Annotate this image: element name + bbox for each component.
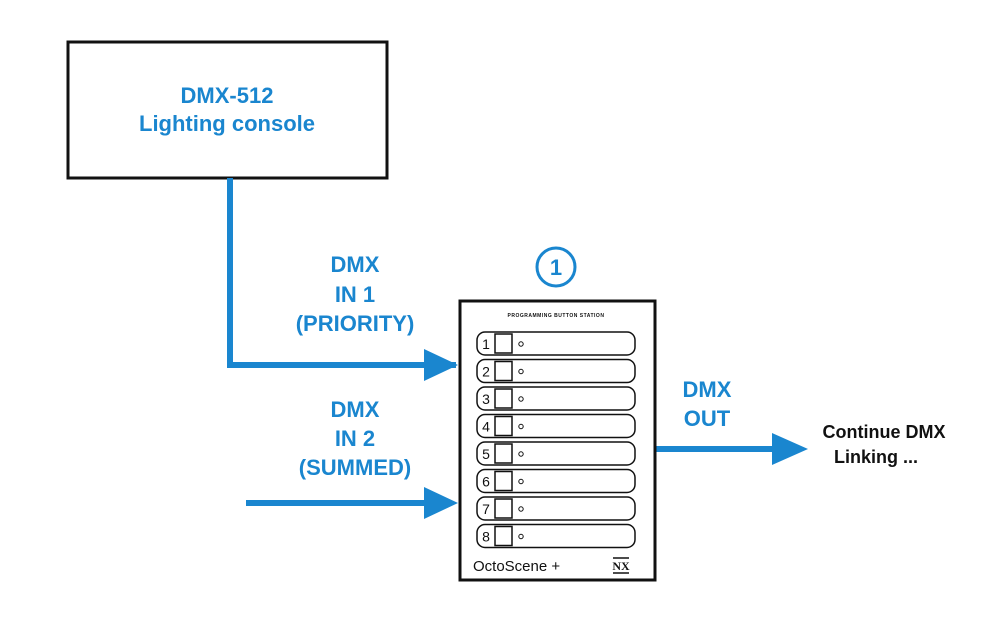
scene-button-number: 4 — [482, 419, 490, 435]
console-title: DMX-512 — [181, 83, 274, 108]
dmx-in-2-label-line1: DMX — [331, 397, 380, 422]
scene-button-row-3[interactable]: 3 — [476, 386, 636, 411]
scene-button-key[interactable] — [494, 525, 513, 547]
dmx-in-1-arrowhead — [424, 349, 458, 381]
scene-button-key[interactable] — [494, 333, 513, 354]
scene-button-key[interactable] — [494, 360, 513, 382]
dmx-in-1-label-line2: IN 1 — [335, 282, 375, 307]
scene-button-key[interactable] — [494, 443, 513, 464]
scene-led-indicator — [518, 396, 524, 402]
scene-button-number: 3 — [482, 391, 490, 407]
scene-led-indicator — [518, 368, 524, 375]
scene-button-number: 5 — [482, 446, 490, 462]
scene-led-indicator — [518, 451, 524, 457]
device-callout-number: 1 — [550, 255, 562, 280]
scene-button-key[interactable] — [494, 415, 513, 437]
scene-led-indicator — [518, 533, 524, 540]
device-header-text: PROGRAMMING BUTTON STATION — [508, 313, 605, 319]
scene-button-row-1[interactable]: 1 — [476, 331, 636, 356]
button-rows: 1 2 3 4 5 6 7 8 — [476, 331, 636, 549]
scene-button-outline[interactable] — [476, 523, 636, 549]
dmx-out-label-line1: DMX — [683, 377, 732, 402]
scene-button-number: 7 — [482, 501, 490, 517]
scene-button-outline[interactable] — [476, 386, 636, 411]
dmx-in-1-label-line3: (PRIORITY) — [296, 311, 415, 336]
scene-button-row-6[interactable]: 6 — [476, 468, 636, 494]
console-subtitle: Lighting console — [139, 111, 315, 136]
scene-button-row-4[interactable]: 4 — [476, 413, 636, 439]
scene-button-number: 2 — [482, 364, 490, 380]
continue-dmx-text-line2: Linking ... — [834, 447, 918, 467]
scene-led-indicator — [518, 341, 524, 347]
scene-button-outline[interactable] — [476, 358, 636, 384]
scene-button-number: 6 — [482, 474, 490, 490]
scene-button-row-2[interactable]: 2 — [476, 358, 636, 384]
octoscene-device: PROGRAMMING BUTTON STATION 1 2 3 4 5 6 7 8 Octo… — [458, 299, 657, 582]
dmx-in-2-arrowhead — [424, 487, 458, 519]
scene-button-number: 1 — [482, 336, 490, 352]
scene-button-key[interactable] — [494, 470, 513, 492]
scene-button-number: 8 — [482, 529, 490, 545]
scene-button-outline[interactable] — [476, 468, 636, 494]
scene-button-outline[interactable] — [476, 413, 636, 439]
scene-button-key[interactable] — [494, 388, 513, 409]
dmx-in-1-connection — [227, 178, 456, 368]
dmx-in-2-label-line2: IN 2 — [335, 426, 375, 451]
lighting-console-box — [66, 40, 389, 180]
dmx-in-2-label-line3: (SUMMED) — [299, 455, 411, 480]
scene-button-row-7[interactable]: 7 — [476, 496, 636, 521]
dmx-out-arrowhead — [772, 433, 808, 465]
scene-led-indicator — [518, 506, 524, 512]
scene-button-row-5[interactable]: 5 — [476, 441, 636, 466]
scene-led-indicator — [518, 478, 524, 485]
scene-button-outline[interactable] — [476, 441, 636, 466]
device-logo: NX — [612, 559, 630, 573]
scene-button-row-8[interactable]: 8 — [476, 523, 636, 549]
scene-button-outline[interactable] — [476, 496, 636, 521]
continue-dmx-text-line1: Continue DMX — [823, 422, 946, 442]
device-brand: OctoScene + — [473, 558, 560, 575]
device-callout-circle — [535, 246, 577, 288]
dmx-in-1-label-line1: DMX — [331, 252, 380, 277]
scene-button-key[interactable] — [494, 498, 513, 519]
dmx-out-label-line2: OUT — [684, 406, 731, 431]
scene-led-indicator — [518, 423, 524, 430]
scene-button-outline[interactable] — [476, 331, 636, 356]
